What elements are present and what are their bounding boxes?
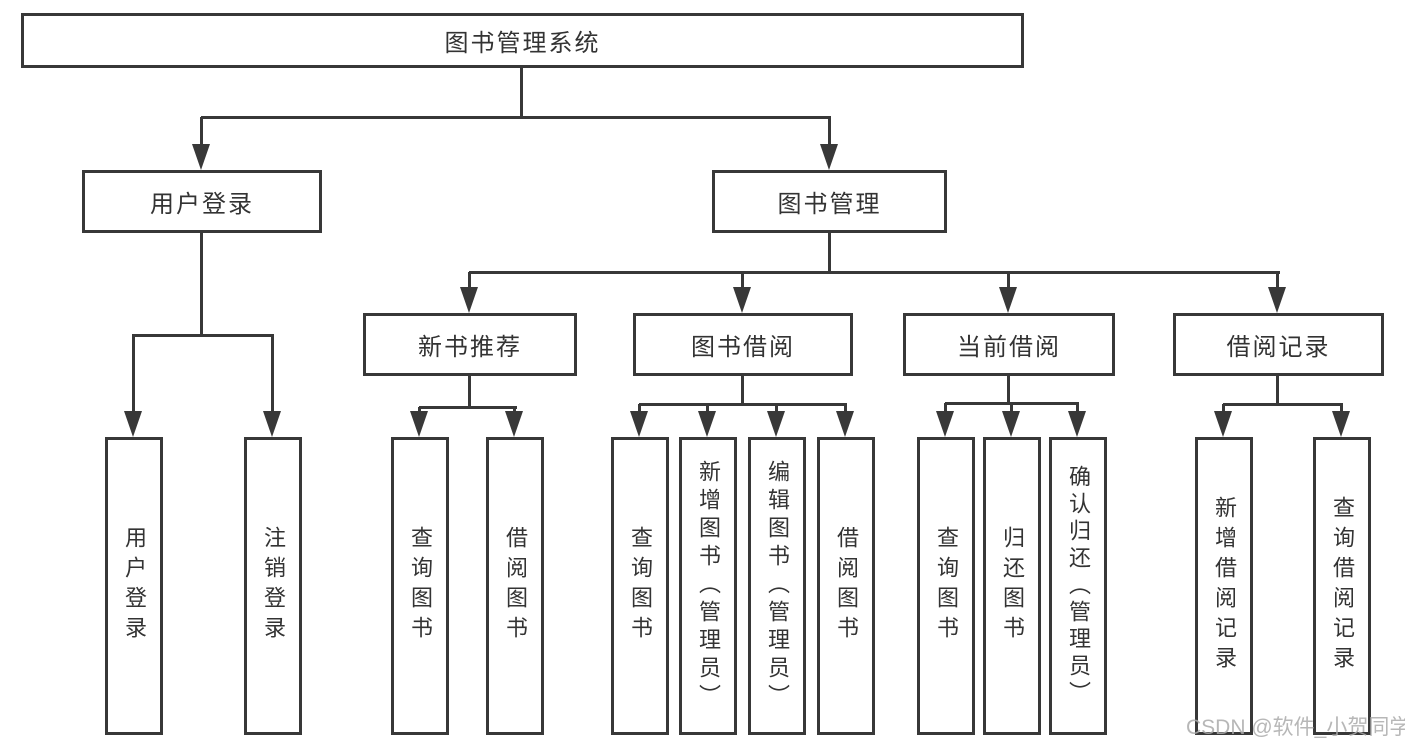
connector-to-cb-return [1010, 403, 1013, 413]
leaf-logout: 注销登录 [244, 437, 302, 735]
leaf-rec-borrow-book: 借阅图书 [486, 437, 544, 735]
connector-to-bb-borrow [844, 404, 847, 413]
node-book-mgmt: 图书管理 [712, 170, 947, 233]
connector-to-user-login [200, 117, 203, 147]
arrowhead-current-borrow [999, 287, 1017, 313]
connector-to-cb-query [944, 403, 947, 413]
connector-borrow-records-trunk [1276, 376, 1279, 404]
arrowhead-leaf-logout [263, 411, 281, 437]
leaf-bb-edit-book-label: 编辑图书（管理员） [765, 460, 790, 712]
node-borrow-records: 借阅记录 [1173, 313, 1384, 376]
node-user-login: 用户登录 [82, 170, 322, 233]
leaf-cb-confirm-return-label: 确认归还（管理员） [1066, 464, 1091, 708]
leaf-rec-query-book-label: 查询图书 [408, 526, 433, 646]
leaf-br-add-record: 新增借阅记录 [1195, 437, 1253, 735]
connector-to-bb-query [638, 404, 641, 413]
leaf-br-add-record-label: 新增借阅记录 [1212, 496, 1237, 676]
leaf-rec-borrow-book-label: 借阅图书 [503, 526, 528, 646]
leaf-bb-query-book-label: 查询图书 [628, 526, 653, 646]
node-new-book-rec-label: 新书推荐 [418, 334, 522, 361]
node-user-login-label: 用户登录 [150, 191, 254, 218]
arrowhead-cb-return [1002, 411, 1020, 437]
arrowhead-borrow-records [1268, 287, 1286, 313]
arrowhead-rec-borrow [505, 411, 523, 437]
node-root: 图书管理系统 [21, 13, 1024, 68]
connector-to-new-book-rec [468, 272, 471, 290]
connector-book-borrow-split [639, 403, 847, 406]
leaf-rec-query-book: 查询图书 [391, 437, 449, 735]
leaf-bb-add-book-label: 新增图书（管理员） [696, 460, 721, 712]
connector-book-borrow-trunk [741, 376, 744, 404]
leaf-cb-return-book: 归还图书 [983, 437, 1041, 735]
arrowhead-br-add [1214, 411, 1232, 437]
connector-root-trunk [520, 68, 523, 117]
node-current-borrow: 当前借阅 [903, 313, 1115, 376]
arrowhead-br-query [1332, 411, 1350, 437]
arrowhead-cb-confirm [1068, 411, 1086, 437]
node-root-label: 图书管理系统 [444, 30, 601, 57]
leaf-logout-label: 注销登录 [261, 526, 286, 646]
connector-to-book-mgmt [828, 117, 831, 147]
connector-user-login-split [132, 334, 274, 337]
leaf-bb-borrow-book-label: 借阅图书 [834, 526, 859, 646]
leaf-br-query-record-label: 查询借阅记录 [1330, 496, 1355, 676]
arrowhead-bb-borrow [836, 411, 854, 437]
arrowhead-bb-query [630, 411, 648, 437]
node-book-borrow-label: 图书借阅 [691, 334, 795, 361]
leaf-cb-confirm-return: 确认归还（管理员） [1049, 437, 1107, 735]
connector-to-cb-confirm [1076, 403, 1079, 413]
connector-to-current-borrow [1007, 272, 1010, 290]
leaf-bb-add-book: 新增图书（管理员） [679, 437, 737, 735]
node-book-mgmt-label: 图书管理 [777, 191, 882, 218]
arrowhead-leaf-user-login [124, 411, 142, 437]
connector-to-borrow-records [1276, 272, 1279, 290]
connector-to-leaf-logout [271, 335, 274, 413]
arrowhead-user-login [192, 144, 210, 170]
connector-to-br-query [1340, 404, 1343, 413]
csdn-watermark: CSDN @软件_小贺同学 [1186, 716, 1405, 739]
leaf-user-login: 用户登录 [105, 437, 163, 735]
leaf-br-query-record: 查询借阅记录 [1313, 437, 1371, 735]
arrowhead-cb-query [936, 411, 954, 437]
connector-new-book-rec-trunk [468, 376, 471, 407]
arrowhead-book-mgmt [820, 144, 838, 170]
connector-root-split [201, 116, 831, 119]
arrowhead-rec-query [410, 411, 428, 437]
connector-user-login-trunk [200, 233, 203, 335]
connector-to-book-borrow [741, 272, 744, 290]
connector-to-bb-edit [775, 404, 778, 413]
node-borrow-records-label: 借阅记录 [1226, 334, 1331, 361]
leaf-user-login-label: 用户登录 [122, 526, 147, 646]
arrowhead-new-book-rec [460, 287, 478, 313]
connector-new-book-rec-split [419, 406, 517, 409]
connector-to-bb-add [706, 404, 709, 413]
node-new-book-rec: 新书推荐 [363, 313, 577, 376]
arrowhead-bb-add [698, 411, 716, 437]
leaf-cb-query-book-label: 查询图书 [934, 526, 959, 646]
leaf-bb-borrow-book: 借阅图书 [817, 437, 875, 735]
connector-book-mgmt-split [469, 271, 1280, 274]
node-book-borrow: 图书借阅 [633, 313, 853, 376]
leaf-bb-edit-book: 编辑图书（管理员） [748, 437, 806, 735]
leaf-bb-query-book: 查询图书 [611, 437, 669, 735]
arrowhead-book-borrow [733, 287, 751, 313]
connector-book-mgmt-trunk [828, 233, 831, 273]
arrowhead-bb-edit [767, 411, 785, 437]
connector-to-leaf-user-login [132, 335, 135, 413]
node-current-borrow-label: 当前借阅 [957, 334, 1061, 361]
connector-current-borrow-trunk [1007, 376, 1010, 403]
connector-borrow-records-split [1223, 403, 1343, 406]
connector-to-br-add [1222, 404, 1225, 413]
leaf-cb-return-book-label: 归还图书 [1000, 526, 1025, 646]
leaf-cb-query-book: 查询图书 [917, 437, 975, 735]
